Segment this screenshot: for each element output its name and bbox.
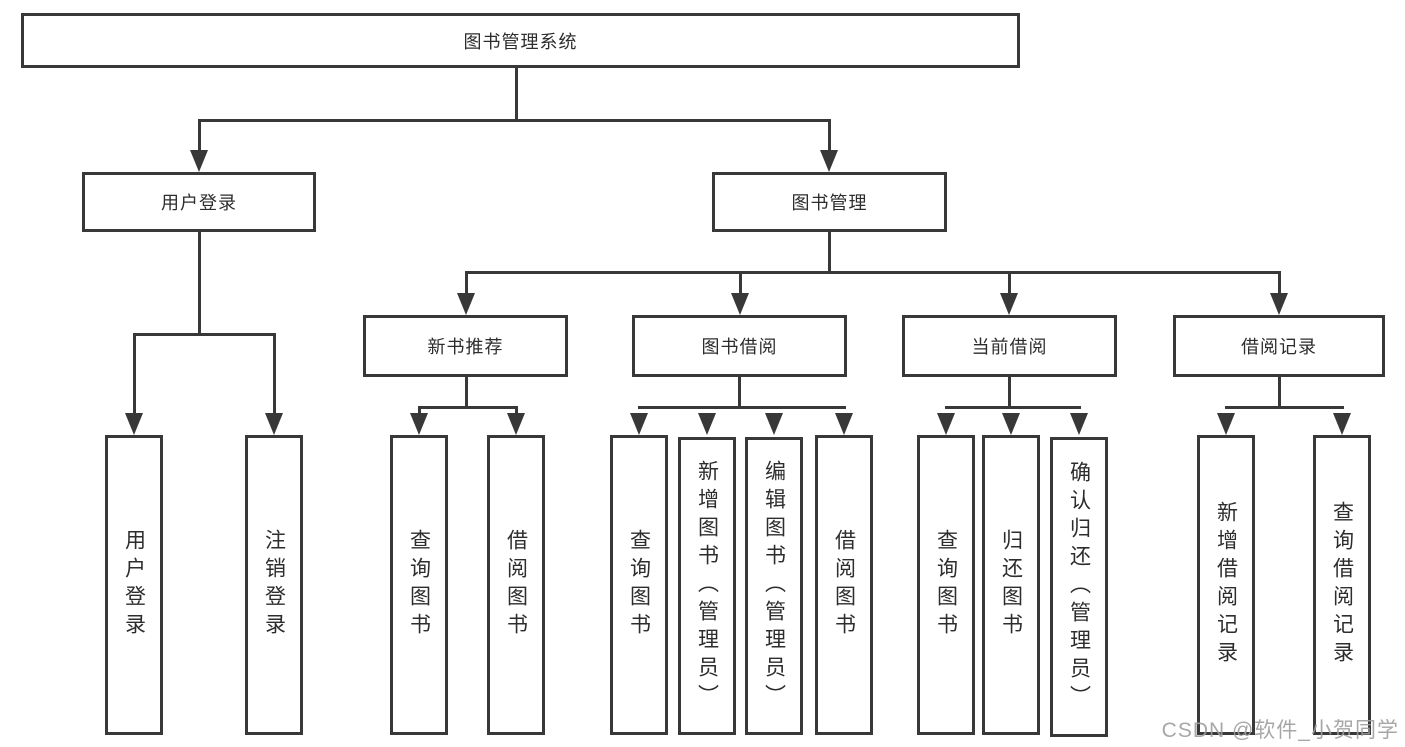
connector-line — [133, 333, 275, 336]
node-label: 确认归还（管理员） — [1067, 461, 1091, 713]
leaf-borrowing-add-books-admin: 新增图书（管理员） — [678, 437, 736, 735]
connector-line — [945, 406, 1081, 409]
connector-line — [738, 377, 741, 409]
node-label: 图书借阅 — [701, 337, 778, 357]
arrow-down-icon — [1002, 413, 1020, 435]
node-book-management: 图书管理 — [712, 172, 947, 232]
arrow-down-icon — [835, 413, 853, 435]
node-label: 注销登录 — [262, 529, 286, 641]
arrow-down-icon — [698, 413, 716, 435]
node-label: 查询图书 — [934, 529, 958, 641]
arrow-down-icon — [820, 150, 838, 172]
arrow-down-icon — [1270, 293, 1288, 315]
connector-line — [1278, 271, 1281, 295]
leaf-current-confirm-return-admin: 确认归还（管理员） — [1050, 437, 1108, 737]
node-label: 借阅记录 — [1241, 337, 1317, 357]
connector-line — [133, 333, 136, 415]
node-label: 图书管理 — [791, 193, 868, 213]
connector-line — [515, 68, 518, 122]
arrow-down-icon — [457, 293, 475, 315]
leaf-user-login: 用户登录 — [105, 435, 163, 735]
node-label: 用户登录 — [122, 529, 146, 641]
connector-line — [515, 406, 518, 416]
arrow-down-icon — [410, 413, 428, 435]
arrow-down-icon — [507, 413, 525, 435]
arrow-down-icon — [1333, 413, 1351, 435]
connector-line — [828, 119, 831, 153]
node-label: 借阅图书 — [504, 529, 528, 641]
arrow-down-icon — [190, 150, 208, 172]
leaf-borrowing-edit-books-admin: 编辑图书（管理员） — [745, 437, 803, 735]
leaf-recommend-borrow-books: 借阅图书 — [487, 435, 545, 735]
arrow-down-icon — [630, 413, 648, 435]
leaf-current-query-books: 查询图书 — [917, 435, 975, 735]
connector-line — [273, 333, 276, 415]
node-label: 归还图书 — [999, 529, 1023, 641]
node-user-login: 用户登录 — [82, 172, 316, 232]
connector-line — [465, 271, 468, 295]
node-label: 新增图书（管理员） — [695, 460, 719, 712]
arrow-down-icon — [937, 413, 955, 435]
connector-line — [418, 406, 421, 416]
connector-line — [739, 271, 742, 295]
connector-line — [1225, 406, 1344, 409]
arrow-down-icon — [731, 293, 749, 315]
leaf-borrowing-query-books: 查询图书 — [610, 435, 668, 735]
leaf-logout: 注销登录 — [245, 435, 303, 735]
node-label: 查询图书 — [407, 529, 431, 641]
node-label: 查询图书 — [627, 529, 651, 641]
node-label: 借阅图书 — [832, 529, 856, 641]
connector-line — [638, 406, 846, 409]
node-label: 用户登录 — [161, 193, 237, 213]
node-label: 图书管理系统 — [463, 31, 578, 52]
connector-line — [198, 119, 830, 122]
leaf-records-query-borrow-record: 查询借阅记录 — [1313, 435, 1371, 735]
connector-line — [418, 406, 518, 409]
node-root-book-management-system: 图书管理系统 — [21, 13, 1020, 68]
arrow-down-icon — [1070, 413, 1088, 435]
node-label: 当前借阅 — [971, 337, 1048, 357]
arrow-down-icon — [1217, 413, 1235, 435]
connector-line — [198, 232, 201, 336]
node-new-book-recommend: 新书推荐 — [363, 315, 568, 377]
leaf-recommend-query-books: 查询图书 — [390, 435, 448, 735]
connector-line — [1278, 377, 1281, 409]
node-label: 编辑图书（管理员） — [762, 460, 786, 712]
node-label: 新书推荐 — [427, 337, 504, 357]
node-label: 查询借阅记录 — [1330, 501, 1354, 669]
node-label: 新增借阅记录 — [1214, 501, 1238, 669]
node-book-borrowing: 图书借阅 — [632, 315, 847, 377]
connector-line — [465, 377, 468, 409]
connector-line — [1008, 271, 1011, 295]
leaf-records-add-borrow-record: 新增借阅记录 — [1197, 435, 1255, 735]
connector-line — [465, 271, 1280, 274]
connector-line — [198, 119, 201, 153]
arrow-down-icon — [765, 413, 783, 435]
connector-line — [828, 232, 831, 274]
arrow-down-icon — [125, 413, 143, 435]
leaf-current-return-books: 归还图书 — [982, 435, 1040, 735]
leaf-borrowing-borrow-books: 借阅图书 — [815, 435, 873, 735]
csdn-watermark: CSDN @软件_小贺同学 — [1161, 719, 1399, 742]
connector-line — [1008, 377, 1011, 409]
node-borrow-records: 借阅记录 — [1173, 315, 1385, 377]
arrow-down-icon — [1000, 293, 1018, 315]
node-current-borrowing: 当前借阅 — [902, 315, 1117, 377]
arrow-down-icon — [265, 413, 283, 435]
